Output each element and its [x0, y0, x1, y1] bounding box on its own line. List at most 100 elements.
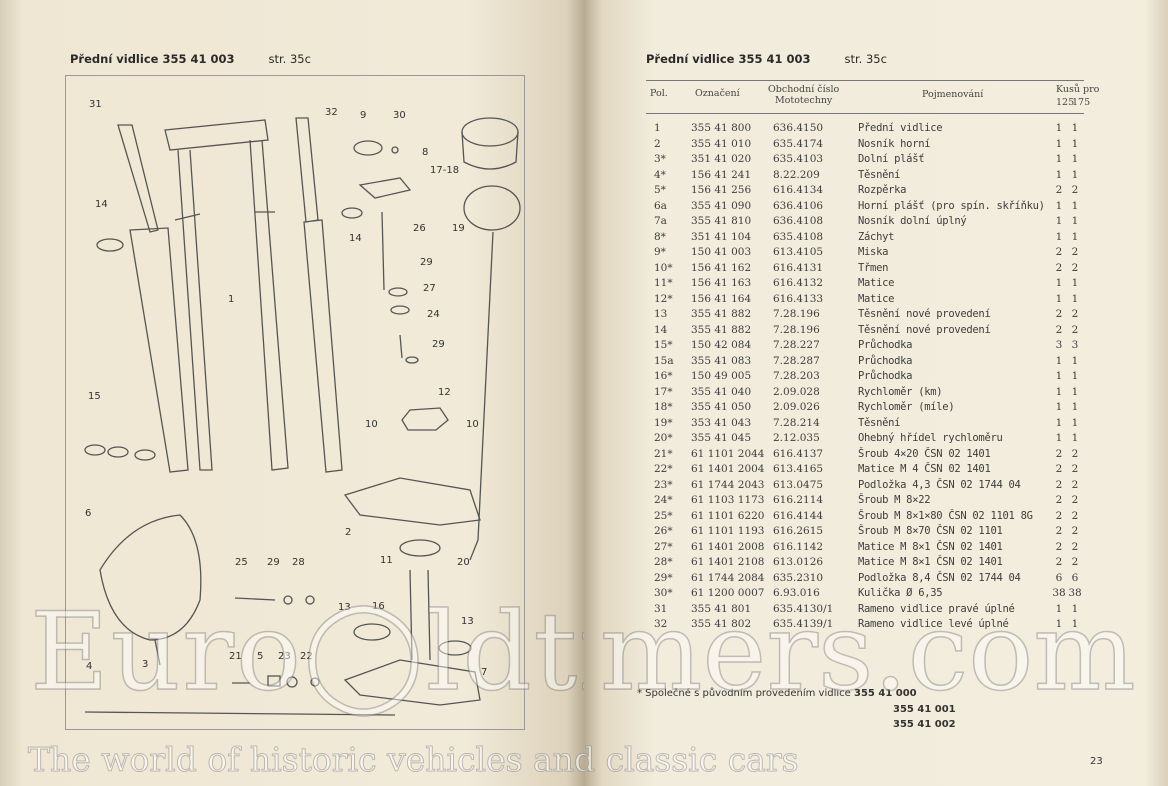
col-header-pol: Pol.	[650, 88, 668, 99]
callout-label: 11	[380, 555, 393, 566]
callout-label: 8	[422, 147, 429, 158]
pojmenovani-cell: Nosník dolní úplný	[858, 215, 967, 227]
obchodni-cell: 616.2615	[773, 525, 824, 537]
obchodni-cell: 8.22.209	[773, 168, 820, 181]
oznaceni-cell: 61 1401 2008	[691, 540, 765, 553]
exploded-diagram-frame	[65, 75, 525, 730]
pol-cell: 29*	[654, 571, 673, 584]
pojmenovani-cell: Záchyt	[858, 230, 895, 243]
qty-175-cell: 1	[1071, 385, 1079, 398]
callout-label: 4	[86, 661, 93, 672]
pol-cell: 32	[654, 618, 668, 630]
pol-cell: 15*	[654, 339, 673, 351]
qty-125-cell: 1	[1055, 215, 1063, 227]
callout-label: 20	[457, 557, 470, 568]
qty-125-cell: 2	[1055, 525, 1063, 537]
col-header-125: 125	[1056, 97, 1075, 108]
pojmenovani-cell: Třmen	[858, 261, 889, 274]
oznaceni-cell: 353 41 043	[691, 416, 752, 429]
oznaceni-cell: 61 1200 0007	[691, 587, 765, 599]
oznaceni-cell: 61 1103 1173	[691, 494, 765, 506]
lower-bridge	[343, 477, 481, 706]
pojmenovani-cell: Rychloměr (míle)	[858, 401, 955, 413]
qty-175-cell: 1	[1071, 370, 1079, 382]
pojmenovani-cell: Přední vidlice	[858, 122, 943, 134]
oznaceni-cell: 355 41 045	[691, 432, 752, 444]
pojmenovani-cell: Těsnění	[858, 416, 901, 429]
obchodni-cell: 636.4108	[773, 215, 824, 227]
callout-label: 13	[338, 602, 351, 613]
footnote-code: 355 41 000	[854, 688, 917, 699]
section-title: Přední vidlice 355 41 003	[70, 52, 235, 66]
qty-175-cell: 1	[1071, 122, 1079, 134]
pol-cell: 7a	[654, 215, 667, 227]
obchodni-cell: 2.09.026	[773, 401, 820, 413]
qty-175-cell: 2	[1071, 478, 1079, 491]
callout-label: 6	[85, 508, 92, 519]
oznaceni-cell: 61 1401 2004	[691, 463, 765, 475]
pol-cell: 18*	[654, 401, 673, 413]
qty-175-cell: 2	[1071, 184, 1079, 196]
pol-cell: 21*	[654, 447, 673, 460]
obchodni-cell: 616.4131	[773, 261, 824, 274]
qty-175-cell: 2	[1071, 463, 1079, 475]
pol-cell: 23*	[654, 478, 673, 491]
obchodni-cell: 7.28.214	[773, 416, 820, 429]
oznaceni-cell: 355 41 802	[691, 618, 752, 630]
fork-leg-left	[295, 117, 343, 473]
pol-cell: 9*	[654, 246, 666, 258]
oznaceni-cell: 355 41 810	[691, 215, 752, 227]
qty-175-cell: 3	[1071, 339, 1079, 351]
fork-leg-right	[117, 124, 189, 473]
qty-175-cell: 2	[1071, 447, 1079, 460]
callout-label: 29	[420, 257, 433, 268]
callout-label: 13	[461, 616, 474, 627]
qty-175-cell: 2	[1071, 308, 1079, 320]
pojmenovani-cell: Těsnění nové provedení	[858, 323, 991, 336]
obchodni-cell: 7.28.203	[773, 370, 820, 382]
callout-label: 14	[95, 199, 108, 210]
table-top-rule	[646, 80, 1084, 81]
qty-175-cell: 2	[1071, 556, 1079, 568]
obchodni-cell: 613.0475	[773, 478, 824, 491]
oznaceni-cell: 355 41 083	[691, 354, 752, 367]
qty-175-cell: 2	[1071, 246, 1079, 258]
callout-label: 16	[372, 601, 385, 612]
callout-label: 21	[229, 651, 242, 662]
page-number: 23	[1090, 756, 1103, 767]
qty-125-cell: 1	[1055, 602, 1063, 615]
page-reference: str. 35c	[268, 52, 311, 66]
oznaceni-cell: 156 41 164	[691, 292, 752, 305]
callout-label: 30	[393, 110, 406, 121]
oznaceni-cell: 61 1744 2084	[691, 571, 765, 584]
callout-label: 15	[88, 391, 101, 402]
callout-label: 22	[300, 651, 313, 662]
qty-175-cell: 1	[1071, 137, 1079, 150]
obchodni-cell: 616.4134	[773, 184, 824, 196]
oznaceni-cell: 351 41 104	[691, 230, 752, 243]
qty-125-cell: 1	[1055, 370, 1063, 382]
qty-125-cell: 2	[1055, 556, 1063, 568]
table-header-rule	[646, 113, 1084, 114]
callout-label: 26	[413, 223, 426, 234]
page-reference: str. 35c	[844, 52, 887, 66]
col-header-obchodni-line1: Obchodní číslo	[768, 84, 840, 95]
qty-125-cell: 2	[1055, 184, 1063, 196]
qty-125-cell: 2	[1055, 540, 1063, 553]
pojmenovani-cell: Miska	[858, 246, 889, 258]
qty-175-cell: 1	[1071, 168, 1079, 181]
pojmenovani-cell: Matice M 8×1 ČSN 02 1401	[858, 540, 1003, 553]
